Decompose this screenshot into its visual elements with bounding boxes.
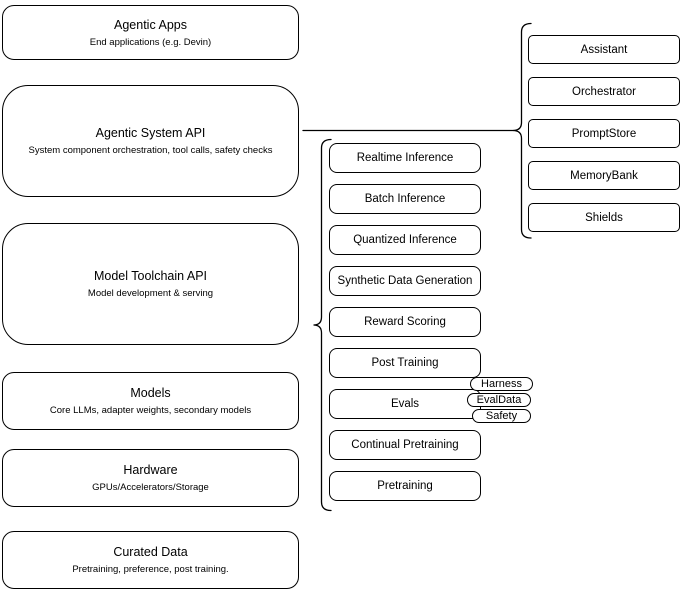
node-orchestrator[interactable]: Orchestrator xyxy=(528,77,680,106)
left-brace xyxy=(313,138,332,512)
node-subtitle: Model development & serving xyxy=(87,288,214,299)
node-post-training[interactable]: Post Training xyxy=(329,348,481,378)
node-subtitle: End applications (e.g. Devin) xyxy=(89,36,212,48)
node-agentic-apps[interactable]: Agentic Apps End applications (e.g. Devi… xyxy=(2,5,299,60)
node-evals[interactable]: Evals xyxy=(329,389,481,419)
node-title: Agentic System API xyxy=(95,126,206,140)
node-quantized-inference[interactable]: Quantized Inference xyxy=(329,225,481,255)
node-subtitle: GPUs/Accelerators/Storage xyxy=(92,482,209,493)
tag-harness[interactable]: Harness xyxy=(470,377,533,391)
node-hardware[interactable]: Hardware GPUs/Accelerators/Storage xyxy=(2,449,299,507)
node-title: Model Toolchain API xyxy=(93,269,208,283)
node-subtitle: Pretraining, preference, post training. xyxy=(72,564,229,575)
node-models[interactable]: Models Core LLMs, adapter weights, secon… xyxy=(2,372,299,430)
node-promptstore[interactable]: PromptStore xyxy=(528,119,680,148)
node-batch-inference[interactable]: Batch Inference xyxy=(329,184,481,214)
node-subtitle: System component orchestration, tool cal… xyxy=(28,145,273,156)
node-title: Agentic Apps xyxy=(114,17,187,32)
right-brace xyxy=(512,22,532,239)
node-model-toolchain-api[interactable]: Model Toolchain API Model development & … xyxy=(2,223,299,345)
node-shields[interactable]: Shields xyxy=(528,203,680,232)
node-agentic-system-api[interactable]: Agentic System API System component orch… xyxy=(2,85,299,197)
node-subtitle: Core LLMs, adapter weights, secondary mo… xyxy=(49,405,252,416)
node-synthetic-data-generation[interactable]: Synthetic Data Generation xyxy=(329,266,481,296)
node-assistant[interactable]: Assistant xyxy=(528,35,680,64)
node-pretraining[interactable]: Pretraining xyxy=(329,471,481,501)
node-title: Curated Data xyxy=(113,545,188,559)
node-title: Models xyxy=(130,386,171,400)
tag-safety[interactable]: Safety xyxy=(472,409,531,423)
node-realtime-inference[interactable]: Realtime Inference xyxy=(329,143,481,173)
node-curated-data[interactable]: Curated Data Pretraining, preference, po… xyxy=(2,531,299,589)
node-continual-pretraining[interactable]: Continual Pretraining xyxy=(329,430,481,460)
node-memorybank[interactable]: MemoryBank xyxy=(528,161,680,190)
node-reward-scoring[interactable]: Reward Scoring xyxy=(329,307,481,337)
tag-evaldata[interactable]: EvalData xyxy=(467,393,531,407)
node-title: Hardware xyxy=(123,463,178,477)
